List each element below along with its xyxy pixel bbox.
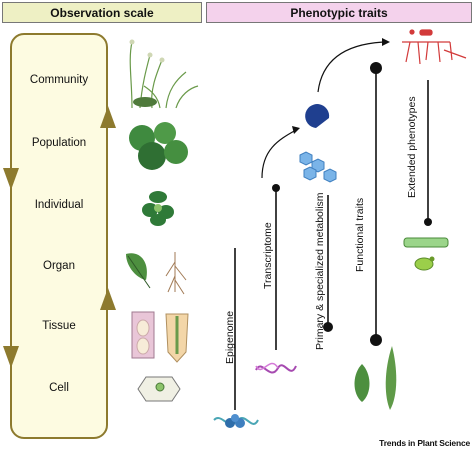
level-tissue: Tissue [42, 320, 76, 332]
trait-label-epigenome: Epigenome [224, 310, 236, 364]
level-community: Community [29, 74, 89, 86]
curved-arrow-extended-head [382, 38, 390, 46]
dna-nucleosome-icon [213, 414, 259, 428]
observation-scale-panel [10, 33, 108, 439]
extended-dot [424, 218, 432, 226]
phenotypic-traits-header: Phenotypic traits [206, 2, 472, 23]
curved-arrow-metabolism [261, 129, 297, 179]
trait-label-extended: Extended phenotypes [406, 96, 418, 198]
cell-icon [137, 376, 181, 402]
individual-rosette-icon [142, 191, 174, 226]
functional-top-dot [370, 62, 382, 74]
functional-leaves-icon [354, 346, 397, 410]
rna-icon [255, 362, 297, 374]
curved-arrow-metabolism-head [292, 126, 300, 134]
level-population: Population [31, 137, 87, 149]
population-rosettes-icon [129, 122, 188, 170]
metabolism-dot [323, 322, 333, 332]
level-organ: Organ [43, 260, 75, 272]
metabolite-molecule-icon [299, 151, 337, 183]
journal-credit: Trends in Plant Science [379, 438, 470, 448]
aphid-icon [414, 256, 435, 271]
caterpillar-icon [403, 237, 449, 248]
enzyme-pacman-icon [305, 104, 330, 128]
tissue-sections-icon [131, 311, 189, 363]
arrow-up-bottom [100, 288, 116, 310]
arrow-down-top [3, 168, 19, 190]
curved-arrow-extended [317, 41, 385, 93]
functional-bottom-dot [370, 334, 382, 346]
trait-label-functional: Functional traits [354, 197, 366, 272]
organ-leaf-root-icon [126, 252, 187, 295]
trait-lines [234, 68, 429, 410]
arrow-up-top [100, 106, 116, 128]
roots-microbes-icon [402, 29, 467, 65]
arrow-down-bottom [3, 346, 19, 368]
level-cell: Cell [49, 382, 69, 394]
trait-label-metabolism: Primary & specialized metabolism [314, 192, 326, 350]
observation-scale-header: Observation scale [2, 2, 202, 23]
level-individual: Individual [34, 199, 84, 211]
transcriptome-dot [272, 184, 280, 192]
community-grass-icon [129, 39, 199, 109]
trait-label-transcriptome: Transcriptome [262, 222, 274, 289]
